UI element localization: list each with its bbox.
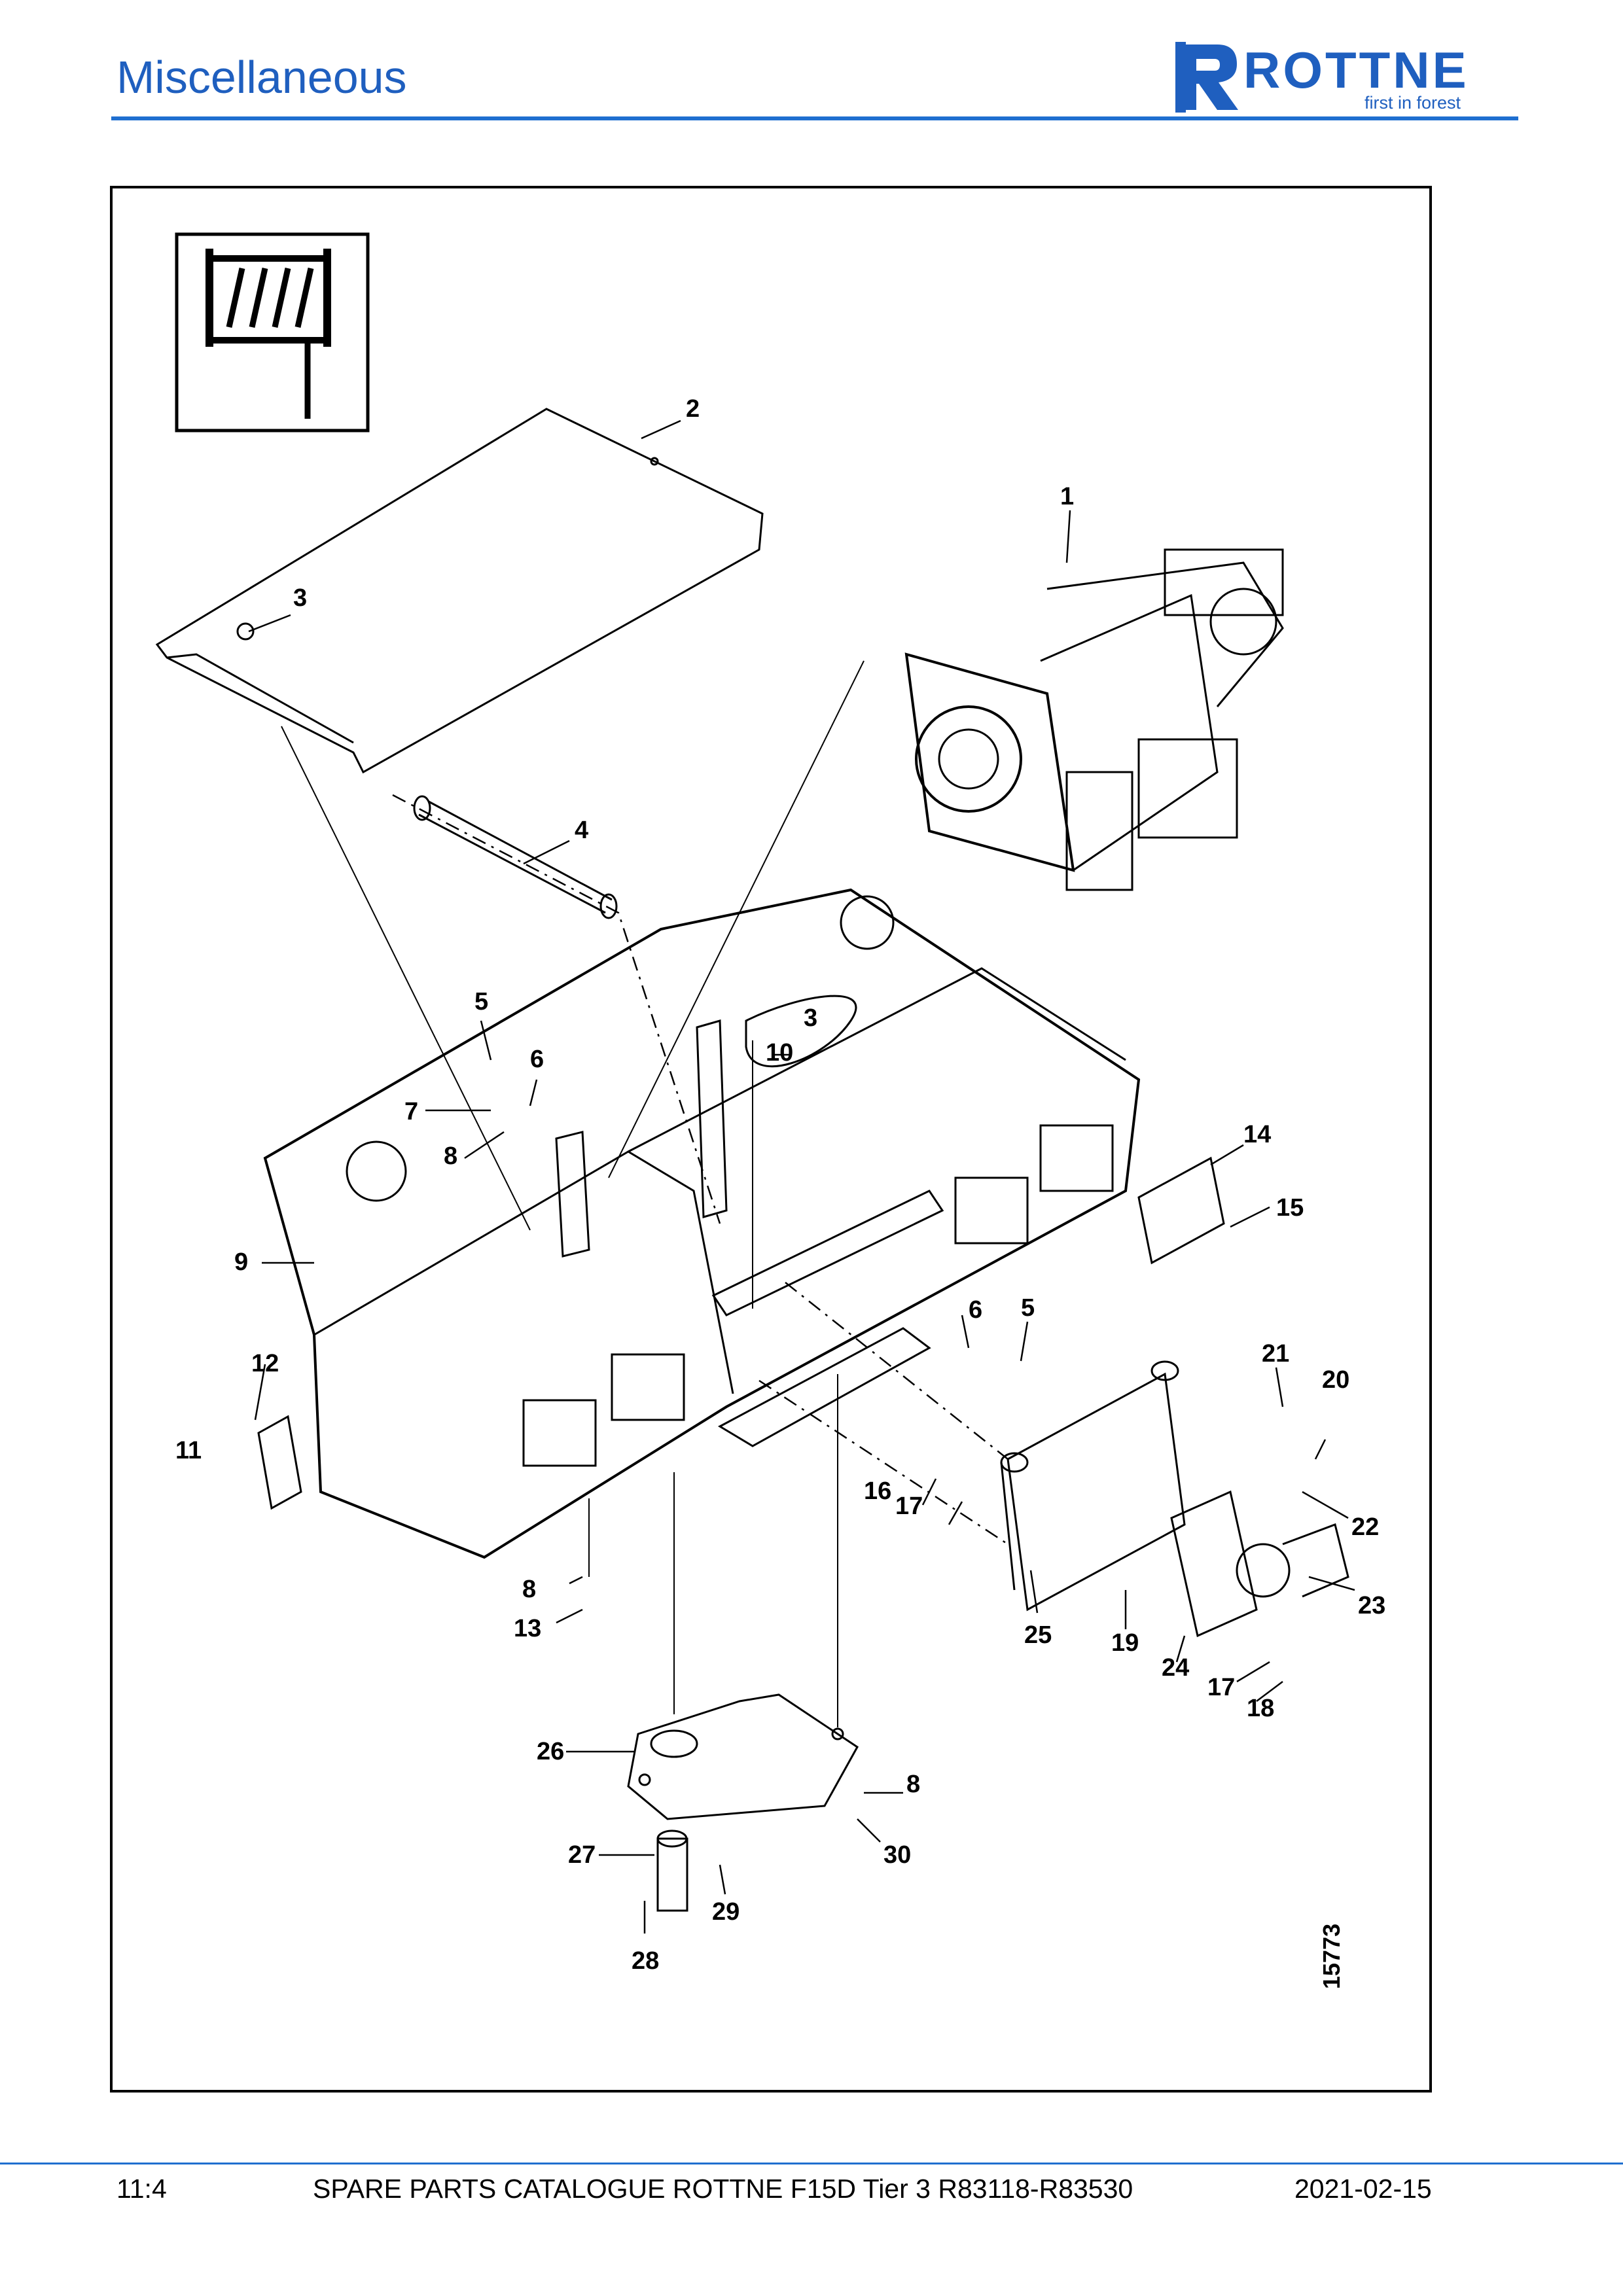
header-rule (111, 116, 1518, 120)
callout-label: 28 (632, 1947, 660, 1975)
drawing-number: 15773 (1318, 1923, 1345, 1989)
callout-label: 8 (444, 1142, 458, 1170)
callout-label: 16 (864, 1477, 892, 1505)
footer-page-number: 11:4 (116, 2174, 167, 2204)
winch-assembly (904, 548, 1284, 891)
pivot-pin (656, 1829, 688, 1912)
pin (413, 795, 618, 919)
callout-label: 27 (568, 1841, 596, 1869)
callout-label: 6 (530, 1046, 544, 1073)
footer-date: 2021-02-15 (1294, 2174, 1432, 2204)
callout-label: 30 (883, 1841, 912, 1869)
callout-label: 20 (1322, 1366, 1350, 1394)
callout-label: 5 (474, 988, 489, 1016)
winch-symbol-icon (175, 232, 370, 433)
callout-label: 17 (895, 1492, 923, 1520)
callout-label: 21 (1262, 1340, 1290, 1368)
callout-label: 8 (522, 1576, 537, 1603)
towing-plate (1000, 1360, 1186, 1612)
callout-label: 17 (1207, 1674, 1236, 1701)
callout-label: 29 (712, 1898, 740, 1926)
main-frame (263, 888, 1141, 1559)
callout-label: 6 (969, 1296, 983, 1324)
rottne-logo-mark (1175, 42, 1238, 113)
callout-label: 19 (1111, 1629, 1139, 1657)
callout-label: 10 (766, 1039, 794, 1067)
mounting-plate (627, 1693, 859, 1820)
footer-catalogue-title: SPARE PARTS CATALOGUE ROTTNE F15D Tier 3… (313, 2174, 1133, 2204)
callout-label: 23 (1358, 1592, 1386, 1619)
callout-label: 22 (1351, 1513, 1380, 1541)
callout-label: 18 (1247, 1695, 1275, 1722)
callout-label: 3 (804, 1004, 818, 1032)
callout-label: 7 (404, 1098, 419, 1125)
callout-label: 15 (1276, 1194, 1304, 1222)
logo-tagline: first in forest (1364, 93, 1461, 113)
callout-label: 9 (234, 1248, 249, 1276)
callout-label: 8 (906, 1771, 921, 1798)
callout-label: 12 (251, 1350, 279, 1377)
side-cover (257, 1415, 302, 1510)
logo-wordmark: ROTTNE (1243, 41, 1469, 99)
alignment-lines (281, 660, 865, 1727)
callout-label: 25 (1024, 1621, 1052, 1649)
callout-label: 5 (1021, 1294, 1035, 1322)
rottne-logo: ROTTNE first in forest (1171, 39, 1512, 115)
callout-label: 13 (514, 1615, 542, 1642)
callout-leaders (248, 419, 1355, 1934)
callout-label: 1 (1060, 483, 1075, 510)
callout-label: 2 (686, 395, 700, 423)
callout-label: 14 (1243, 1121, 1272, 1148)
callout-label: 4 (575, 817, 589, 844)
callout-label: 3 (293, 584, 308, 612)
cover-plate (155, 408, 764, 774)
inspection-cover (1137, 1156, 1225, 1265)
callout-label: 26 (537, 1738, 565, 1765)
page-title: Miscellaneous (116, 52, 407, 103)
footer-rule (0, 2163, 1623, 2164)
assembly-lines (392, 794, 1008, 1545)
callout-label: 11 (175, 1437, 202, 1464)
towing-hook (1170, 1490, 1349, 1638)
exploded-view-frame (110, 186, 1432, 2093)
callout-label: 24 (1162, 1654, 1190, 1682)
